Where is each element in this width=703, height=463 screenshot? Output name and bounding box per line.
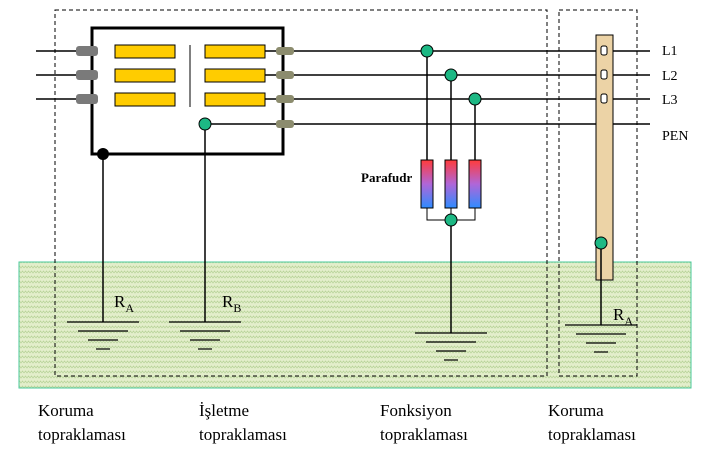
bushing-right-pen — [276, 120, 294, 128]
line-label-pen: PEN — [662, 129, 688, 144]
line-label-l3: L3 — [662, 93, 678, 108]
bushing-right-2 — [276, 71, 294, 79]
rail — [595, 34, 614, 281]
label-ra-right: RA — [613, 305, 633, 328]
ground-symbol-ra-right — [565, 324, 637, 353]
arrester-2 — [444, 159, 458, 209]
star-point-node — [198, 117, 212, 131]
label-ra-left: RA — [114, 292, 134, 315]
winding-primary-3 — [114, 92, 176, 107]
arrester-node — [444, 213, 458, 227]
node-l3 — [468, 92, 482, 106]
body-ground-node — [97, 148, 109, 160]
winding-primary-2 — [114, 68, 176, 83]
bushing-left-2 — [76, 70, 98, 80]
caption-operational: İşletme topraklaması — [199, 401, 287, 444]
node-l2 — [444, 68, 458, 82]
ground-symbol-rb — [169, 321, 241, 350]
winding-primary-1 — [114, 44, 176, 59]
ground-symbol-function — [415, 332, 487, 361]
bushing-right-3 — [276, 95, 294, 103]
arrester-3 — [468, 159, 482, 209]
arrester-1 — [420, 159, 434, 209]
ground-symbol-ra-left — [67, 321, 139, 350]
enclosure-right — [558, 9, 638, 377]
line-label-l1: L1 — [662, 44, 678, 59]
node-l1 — [420, 44, 434, 58]
winding-secondary-3 — [204, 92, 266, 107]
caption-functional: Fonksiyon topraklaması — [380, 401, 468, 444]
caption-protective-right: Koruma topraklaması — [548, 401, 636, 444]
bushing-right-1 — [276, 47, 294, 55]
rail-contact-2 — [600, 69, 608, 80]
line-label-l2: L2 — [662, 69, 678, 84]
arrester-label: Parafudr — [361, 170, 413, 185]
label-rb: RB — [222, 292, 241, 315]
rail-contact-1 — [600, 45, 608, 56]
bushing-left-3 — [76, 94, 98, 104]
rail-node — [594, 236, 608, 250]
caption-protective-left: Koruma topraklaması — [38, 401, 126, 444]
enclosure-left — [54, 9, 548, 377]
bushing-left-1 — [76, 46, 98, 56]
winding-secondary-1 — [204, 44, 266, 59]
rail-contact-3 — [600, 93, 608, 104]
winding-secondary-2 — [204, 68, 266, 83]
